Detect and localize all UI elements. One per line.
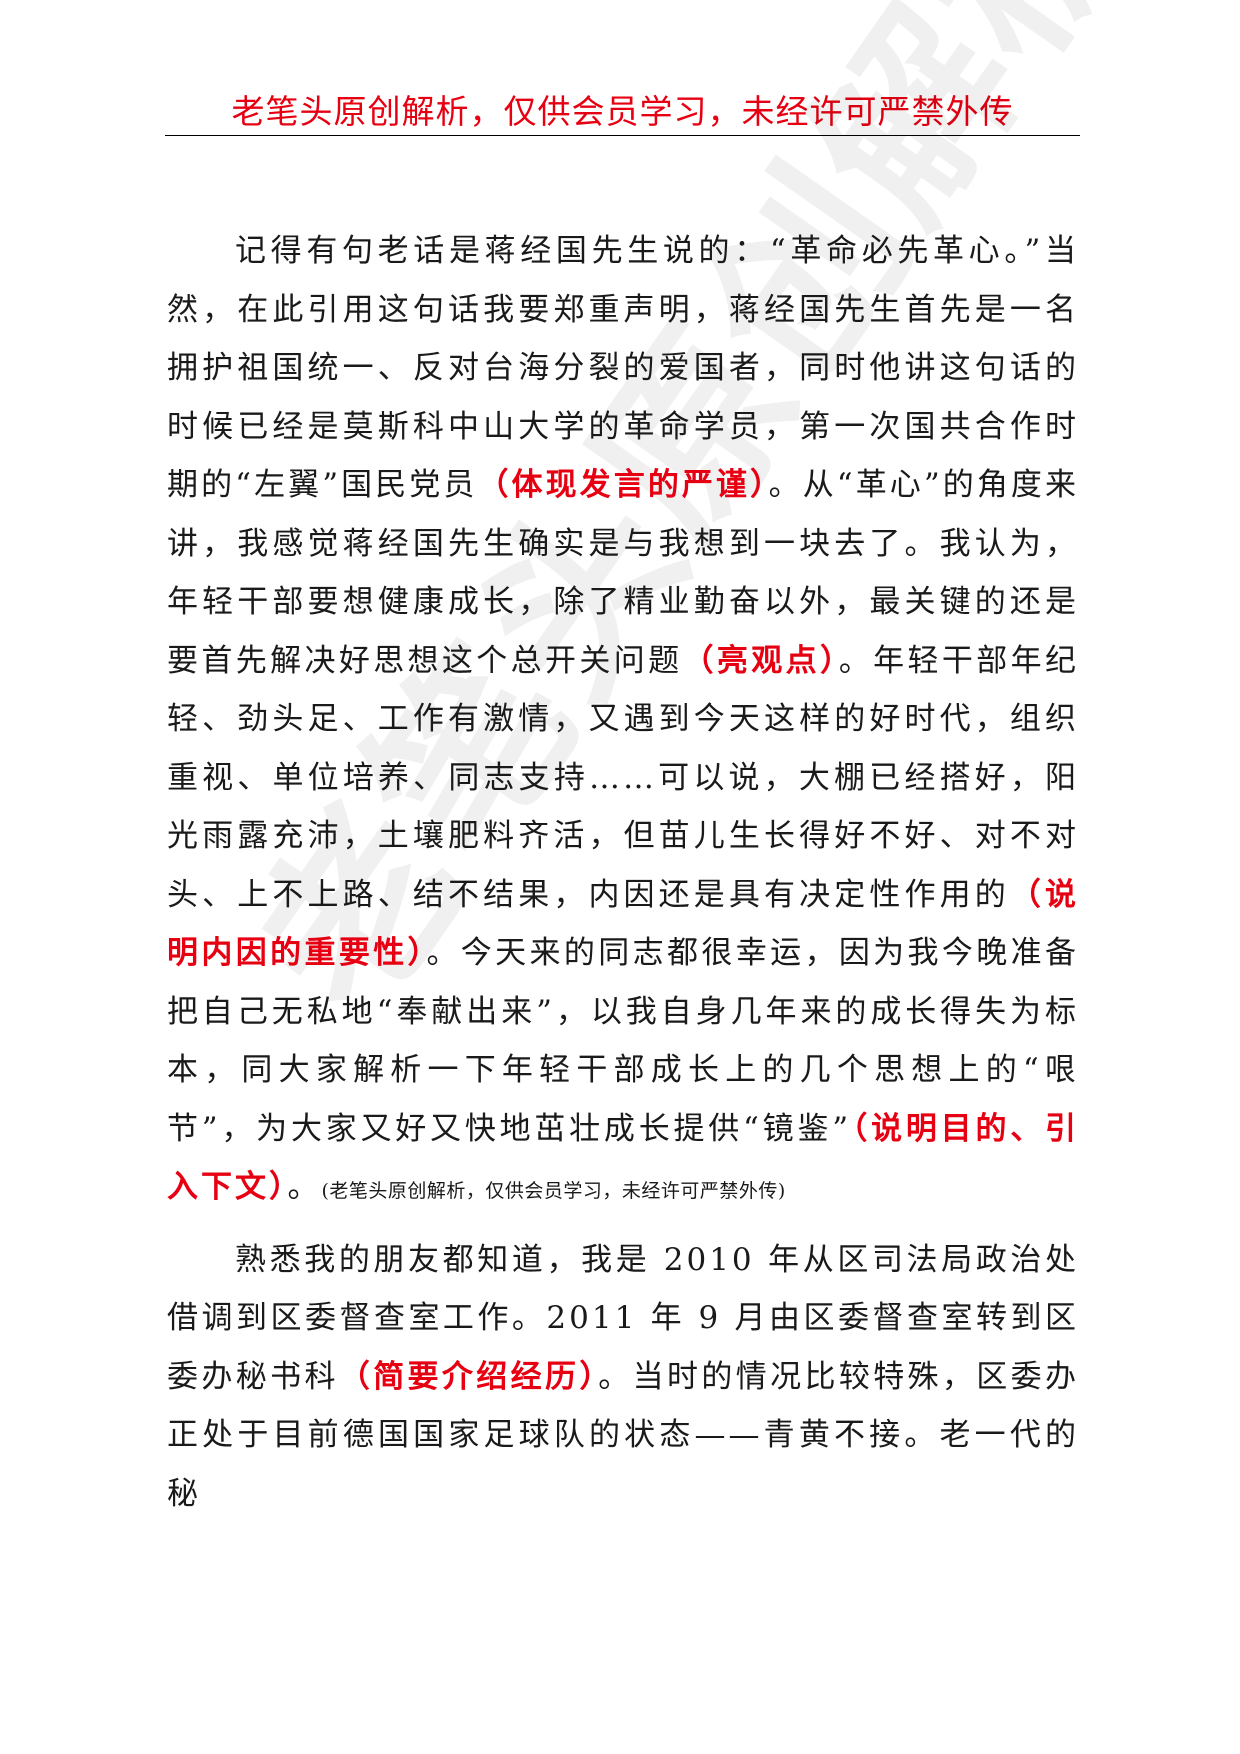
paragraph-text: 。当时的情况比较特殊，区委办正处于目前德国国家足球队的状态——青黄不接。老一代的…	[167, 1358, 1080, 1512]
paragraph-2: 熟悉我的朋友都知道，我是 2010 年从区司法局政治处借调到区委督查室工作。20…	[167, 1231, 1079, 1524]
paragraph-text: 。	[287, 1169, 322, 1205]
paragraph-text: 记得有句老话是蒋经国先生说的：“革命必先革心。”当然，在此引用这句话我要郑重声明…	[167, 233, 1079, 503]
paragraph-text: 。今天来的同志都很幸运，因为我今晚准备把自己无私地“奉献出来”，以我自身几年来的…	[167, 935, 1080, 1147]
annotation-note: （说明目的、引入下文）	[167, 1110, 1080, 1206]
copyright-notice: (老笔头原创解析，仅供会员学习，未经许可严禁外传)	[321, 1180, 786, 1202]
annotation-note: （说明内因的重要性）	[167, 876, 1080, 972]
header-divider	[165, 135, 1080, 136]
annotation-note: （简要介绍经历）	[338, 1358, 599, 1395]
paragraph-text: 。年轻干部年纪轻、劲头足、工作有激情，又遇到今天这样的好时代，组织重视、单位培养…	[167, 642, 1080, 913]
page-header-title: 老笔头原创解析，仅供会员学习，未经许可严禁外传	[231, 92, 1014, 131]
annotation-note: （体现发言的严谨）	[477, 467, 769, 503]
document-body: 记得有句老话是蒋经国先生说的：“革命必先革心。”当然，在此引用这句话我要郑重声明…	[167, 222, 1079, 1523]
paragraph-1: 记得有句老话是蒋经国先生说的：“革命必先革心。”当然，在此引用这句话我要郑重声明…	[167, 222, 1079, 1221]
annotation-note: （亮观点）	[682, 642, 839, 679]
paragraph-text: 。从“革心”的角度来讲，我感觉蒋经国先生确实是与我想到一块去了。我认为，年轻干部…	[167, 467, 1080, 679]
paragraph-text: 熟悉我的朋友都知道，我是 2010 年从区司法局政治处借调到区委督查室工作。20…	[167, 1241, 1079, 1395]
